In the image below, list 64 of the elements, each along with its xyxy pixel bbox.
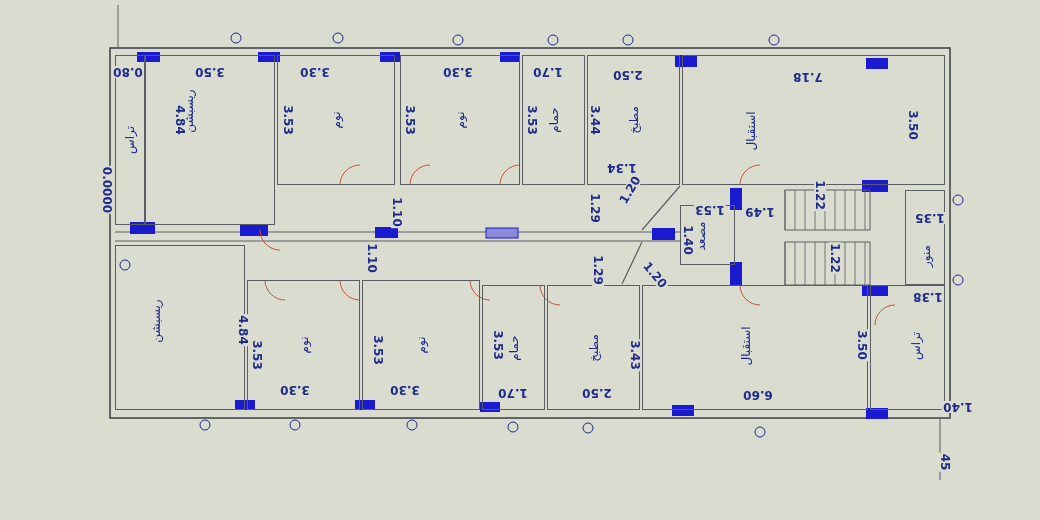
room-name: مطبخ	[586, 333, 601, 362]
room-name: استقبال	[739, 326, 753, 366]
room-outline	[642, 285, 868, 410]
room-name: مصعد	[694, 221, 708, 251]
dimension-label: 2.50	[581, 387, 613, 399]
dimension-label: 3.30	[279, 384, 311, 396]
dimension-label: 1.38	[912, 291, 944, 303]
room-name: منور	[919, 245, 933, 267]
room-outline	[362, 280, 480, 410]
dimension-label: 3.30	[442, 66, 474, 78]
room-name: ريسبشن	[149, 299, 163, 343]
dimension-label: 6.60	[742, 389, 774, 401]
dimension-label: 3.43	[629, 339, 641, 371]
dimension-label: 1.40	[682, 224, 694, 256]
dimension-label: 1.22	[814, 179, 826, 211]
dimension-label: 7.18	[792, 71, 824, 83]
room-name: استقبال	[744, 111, 758, 151]
dimension-label: 0.0000	[101, 165, 113, 215]
dimension-label: 1.70	[532, 66, 564, 78]
room-outline	[905, 190, 945, 285]
dimension-label: 1.29	[589, 192, 601, 224]
room-outline	[115, 55, 145, 225]
dimension-label: 3.50	[194, 66, 226, 78]
dimension-label: 1.10	[391, 196, 403, 228]
room-outline	[277, 55, 395, 185]
dimension-label: 1.35	[914, 212, 946, 224]
dimension-label: 3.53	[282, 104, 294, 136]
dimension-label: 45	[939, 452, 951, 472]
dimension-label: 3.50	[907, 109, 919, 141]
room-name: نوم	[453, 111, 467, 129]
dimension-label: 1.22	[829, 242, 841, 274]
dimension-label: 3.44	[589, 104, 601, 136]
dimension-label: 3.30	[299, 66, 331, 78]
room-outline	[482, 285, 545, 410]
room-outline	[247, 280, 360, 410]
dimension-label: 3.53	[526, 104, 538, 136]
dimension-label: 0.80	[112, 66, 144, 78]
room-name: تراس	[123, 126, 137, 154]
dimension-label: 3.53	[372, 334, 384, 366]
dimension-label: 1.49	[744, 206, 776, 218]
room-outline	[400, 55, 520, 185]
room-name: نوم	[296, 336, 311, 354]
room-name: مطبخ	[626, 106, 641, 134]
dimension-label: 1.70	[497, 387, 529, 399]
room-name: حمام	[546, 107, 561, 133]
dimension-label: 3.53	[251, 339, 263, 371]
dimension-label: 1.34	[606, 162, 638, 174]
dimension-label: 1.40	[942, 401, 974, 413]
dimension-label: 4.84	[174, 104, 186, 136]
dimension-label: 3.53	[492, 329, 504, 361]
room-outline	[145, 55, 275, 225]
room-name: نوم	[414, 336, 428, 354]
dimension-label: 2.50	[612, 69, 644, 81]
room-name: تراس	[909, 332, 923, 360]
room-outline	[522, 55, 585, 185]
room-name: حمام	[506, 334, 521, 361]
dimension-label: 3.53	[404, 104, 416, 136]
dimension-label: 3.50	[856, 329, 868, 361]
dimension-label: 4.84	[237, 314, 249, 346]
room-name: نوم	[329, 111, 343, 129]
room-outline	[870, 285, 945, 410]
dimension-label: 3.30	[389, 384, 421, 396]
dimension-label: 1.10	[366, 242, 378, 274]
dimension-label: 1.53	[694, 204, 726, 216]
